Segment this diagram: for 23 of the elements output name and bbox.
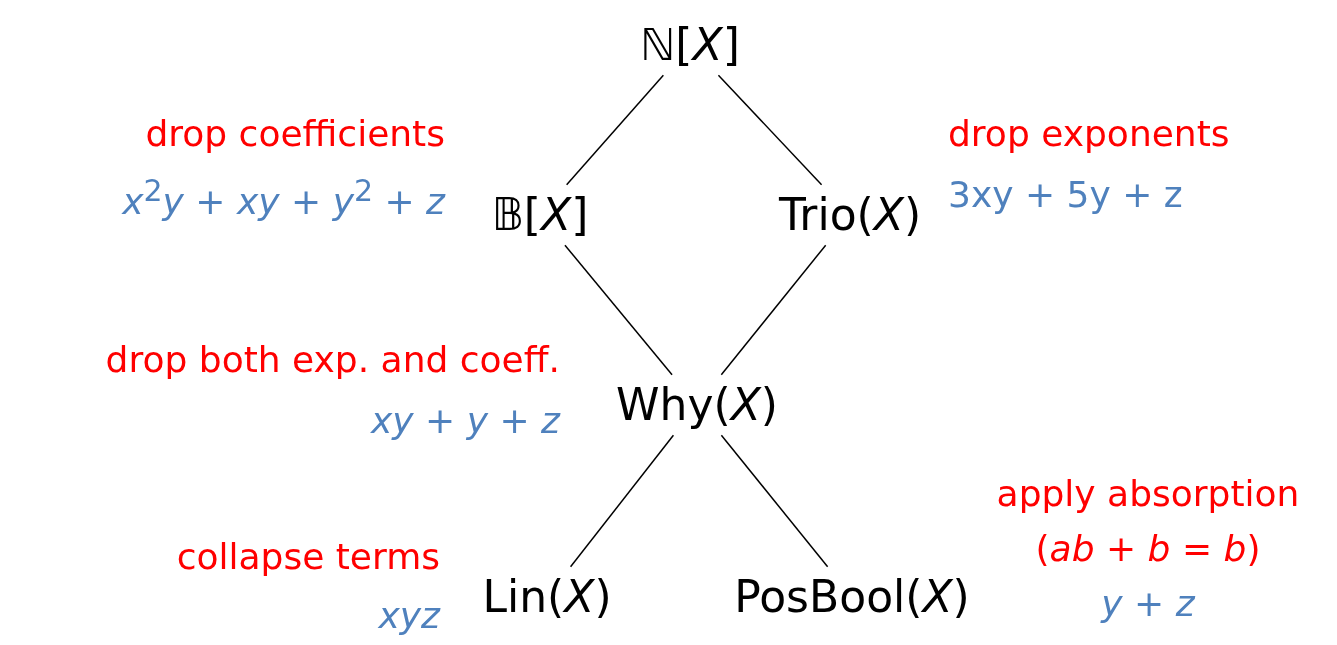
semiring-label: Why(X) [602,374,792,436]
semiring-label: Lin(X) [468,566,626,628]
connector-line [720,434,829,568]
connector-line [565,74,665,186]
example-polynomial: xy + y + z [371,399,560,443]
operation-note: drop exponents [948,112,1230,156]
connector-line [720,244,827,376]
operation-note: apply absorption [996,472,1300,516]
operation-note: (ab + b = b) [1035,527,1261,571]
semiring-label: PosBool(X) [720,566,984,628]
example-polynomial: xyz [378,594,440,638]
semiring-label: 𝔹[X] [477,184,603,246]
semiring-label: ℕ[X] [626,14,754,76]
connector-line [717,74,823,186]
semiring-label: Trio(X) [764,184,936,246]
example-polynomial: 3xy + 5y + z [948,173,1183,217]
connector-line [569,434,675,568]
connector-line [564,244,673,376]
example-polynomial: x$^{2}$y + xy + y$^{2}$ + z [122,173,445,224]
operation-note: collapse terms [176,535,440,579]
example-polynomial: y + z [1101,582,1195,626]
operation-note: drop both exp. and coeff. [105,338,560,382]
operation-note: drop coefficients [145,112,445,156]
